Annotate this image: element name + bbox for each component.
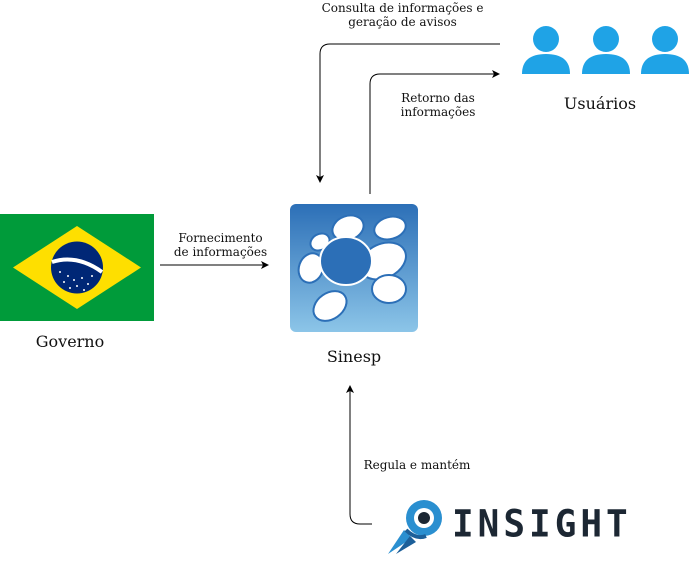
edge-label-consulta-line2: geração de avisos bbox=[348, 15, 457, 29]
edge-label-retorno-line2: informações bbox=[400, 105, 476, 119]
usuarios-label: Usuários bbox=[563, 94, 637, 113]
edge-label-consulta: Consulta de informações e geração de avi… bbox=[300, 1, 505, 29]
sinesp-node bbox=[290, 204, 418, 332]
governo-node bbox=[0, 214, 154, 321]
user-icon-head-3 bbox=[652, 26, 678, 52]
edge-consulta-line bbox=[316, 43, 500, 183]
user-icon-head-2 bbox=[593, 26, 619, 52]
usuarios-node bbox=[519, 22, 689, 78]
users-icon bbox=[522, 26, 689, 74]
edge-label-regula: Regula e mantém bbox=[352, 458, 482, 472]
edge-retorno-line bbox=[369, 70, 500, 194]
edge-label-regula-line1: Regula e mantém bbox=[363, 458, 471, 472]
edge-label-retorno: Retorno das informações bbox=[383, 91, 493, 119]
sinesp-logo-icon bbox=[290, 204, 418, 332]
edge-regula-line bbox=[346, 385, 372, 525]
brazil-flag-icon bbox=[0, 214, 154, 321]
governo-label: Governo bbox=[35, 332, 105, 351]
insight-wordmark: INSIGHT bbox=[452, 502, 632, 547]
user-icon-head-1 bbox=[533, 26, 559, 52]
edge-label-fornecimento-line2: de informações bbox=[173, 245, 268, 259]
user-icon-body-3 bbox=[641, 54, 689, 74]
insight-node: INSIGHT bbox=[386, 496, 628, 556]
user-icon-body-1 bbox=[522, 54, 570, 74]
edge-label-retorno-line1: Retorno das bbox=[401, 91, 475, 105]
edge-label-fornecimento: Fornecimento de informações bbox=[163, 231, 278, 259]
insight-rocket-icon bbox=[388, 500, 442, 554]
edge-label-consulta-line1: Consulta de informações e bbox=[321, 1, 484, 15]
sinesp-label: Sinesp bbox=[326, 347, 382, 366]
user-icon-body-2 bbox=[582, 54, 630, 74]
edge-label-fornecimento-line1: Fornecimento bbox=[178, 231, 263, 245]
